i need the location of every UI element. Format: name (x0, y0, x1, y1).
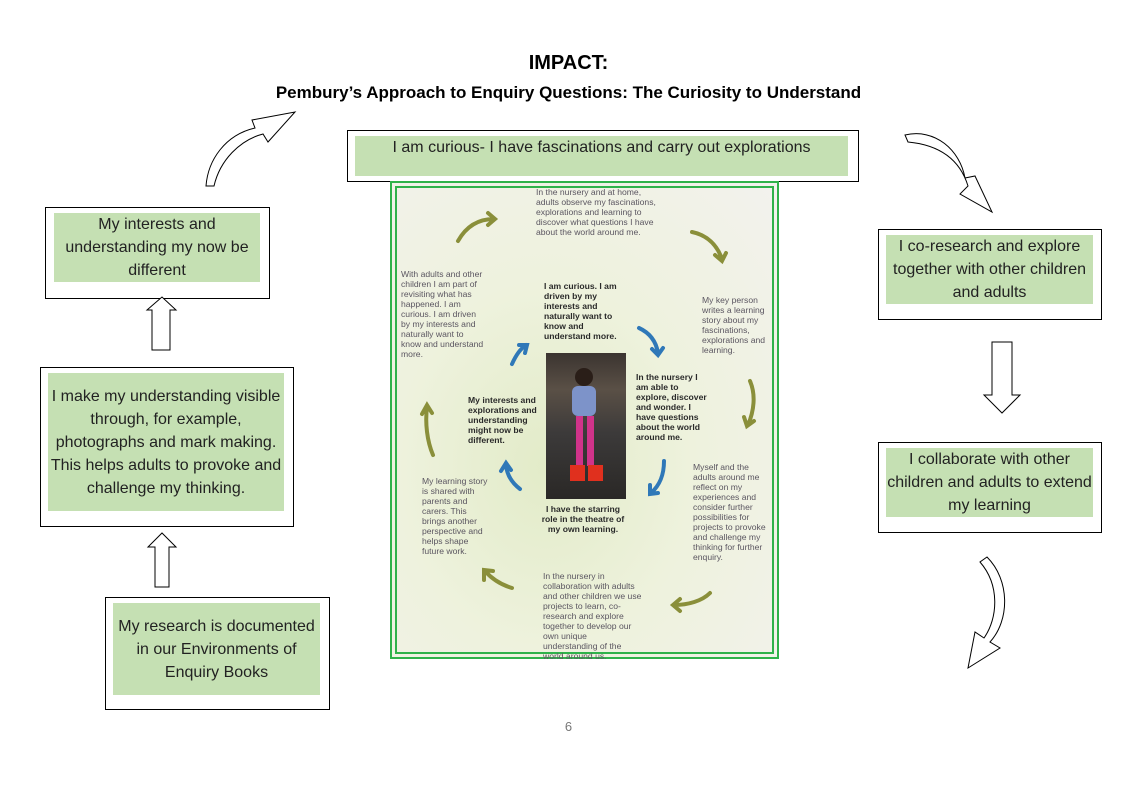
child-figure (570, 368, 603, 481)
olive-arrow-icon (690, 230, 728, 265)
left-box-bottom: My research is documented in our Environ… (105, 597, 330, 710)
poster-text-bottom: In the nursery in collaboration with adu… (543, 571, 642, 661)
poster-arrows (420, 211, 756, 613)
left-box-top-text: My interests and understanding my now be… (54, 213, 260, 282)
olive-arrow-icon (482, 567, 514, 590)
poster-text-center-left: My interests and explorations and unders… (468, 395, 537, 445)
poster-text-top: In the nursery and at home, adults obser… (536, 187, 656, 237)
poster-text-left-bottom: My learning story is shared with parents… (422, 476, 488, 556)
up-arrow-icon (146, 532, 178, 588)
blue-arrow-icon (499, 459, 522, 491)
top-box: I am curious- I have fascinations and ca… (347, 130, 859, 182)
left-box-bottom-text: My research is documented in our Environ… (113, 603, 320, 695)
blue-arrow-icon (510, 343, 530, 366)
curved-arrow-icon (967, 556, 1006, 670)
poster-text-center-top: I am curious. I am driven by my interest… (544, 281, 617, 341)
page-number: 6 (564, 719, 573, 734)
page-subtitle: Pembury’s Approach to Enquiry Questions:… (275, 83, 862, 102)
blue-arrow-icon (637, 326, 665, 359)
right-box-2: I collaborate with other children and ad… (878, 442, 1102, 533)
up-arrow-icon (145, 296, 178, 351)
blue-arrow-icon (648, 459, 666, 497)
down-arrow-icon (982, 341, 1022, 414)
top-box-text: I am curious- I have fascinations and ca… (355, 136, 848, 176)
right-box-1: I co-research and explore together with … (878, 229, 1102, 320)
left-box-middle-text: I make my understanding visible through,… (48, 373, 284, 511)
right-box-2-text: I collaborate with other children and ad… (886, 448, 1093, 517)
poster-text-left-top: With adults and other children I am part… (401, 269, 484, 359)
olive-arrow-icon (742, 379, 756, 430)
olive-arrow-icon (456, 211, 499, 243)
poster-text-right-top: My key person writes a learning story ab… (702, 295, 766, 355)
enquiry-cycle-poster: In the nursery and at home, adults obser… (390, 181, 779, 661)
left-box-top: My interests and understanding my now be… (45, 207, 270, 299)
olive-arrow-icon (669, 591, 712, 613)
olive-arrow-icon (420, 401, 435, 457)
curved-arrow-icon (904, 133, 994, 214)
poster-frame (395, 186, 774, 654)
page-title: IMPACT: (528, 52, 609, 74)
right-box-1-text: I co-research and explore together with … (886, 235, 1093, 304)
poster-text-center-bottom: I have the starring role in the theatre … (541, 504, 625, 534)
child-photo (546, 353, 626, 499)
curved-arrow-icon (205, 111, 297, 187)
poster-text-center-right: In the nursery I am able to explore, dis… (636, 372, 707, 442)
poster-text-right-bottom: Myself and the adults around me reflect … (693, 462, 766, 562)
left-box-middle: I make my understanding visible through,… (40, 367, 294, 527)
